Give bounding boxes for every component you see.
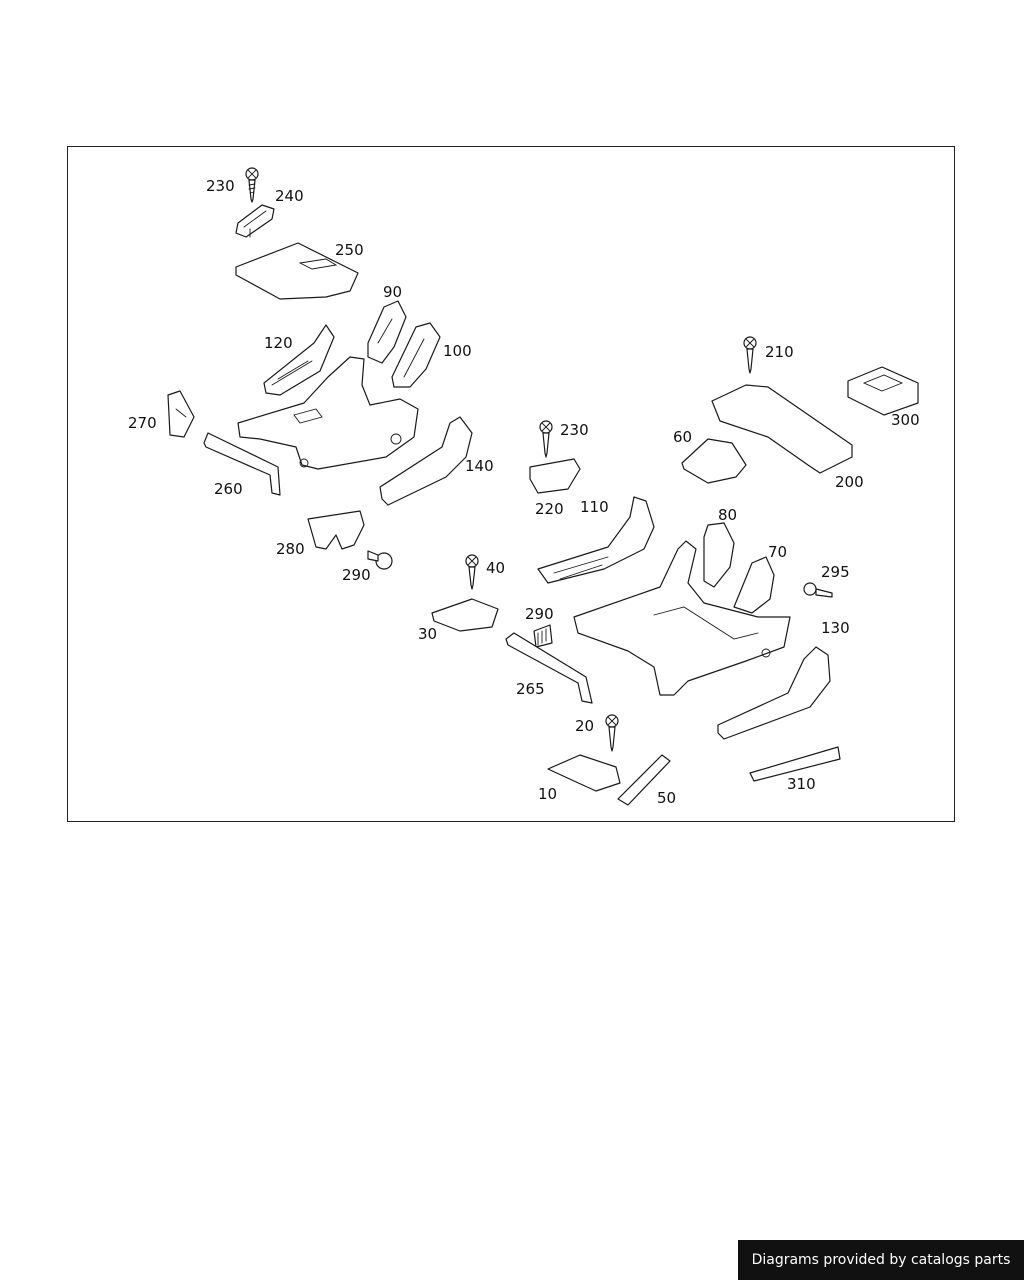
part-30-cover [431,598,499,632]
callout-120: 120 [264,334,293,352]
part-295-screw [803,582,833,598]
callout-80: 80 [718,506,738,524]
part-40-screw [465,554,479,590]
callout-270: 270 [128,414,157,432]
callout-300: 300 [891,411,920,429]
part-310-rod [749,746,841,782]
part-110-panel [537,496,655,584]
part-140-side-cover [379,416,473,506]
callout-50: 50 [657,789,677,807]
footer-attribution: Diagrams provided by catalogs parts [738,1240,1024,1280]
part-120-panel [263,324,335,396]
callout-260: 260 [214,480,243,498]
part-265-strip [505,632,593,704]
part-10-cover [547,754,621,792]
part-60-cover [681,438,747,484]
part-80-bracket [703,522,735,588]
callout-60: 60 [673,428,693,446]
part-100-trim [391,322,441,388]
callout-290-middle: 290 [525,605,554,623]
part-270-bracket [167,390,195,438]
part-300-bezel [847,366,919,416]
callout-310: 310 [787,775,816,793]
parts-diagram-frame: 230 240 250 90 120 100 270 260 140 280 2… [67,146,955,822]
callout-110: 110 [580,498,609,516]
part-230-screw-middle [539,420,553,458]
part-260-strip [203,432,281,496]
callout-210: 210 [765,343,794,361]
part-240-clip [235,204,275,238]
part-280-cover [307,510,365,550]
part-290-bolt-middle [533,624,553,648]
part-290-bolt-left [367,550,393,570]
part-200-long-cover [711,384,853,474]
callout-30: 30 [418,625,438,643]
callout-20: 20 [575,717,595,735]
callout-240: 240 [275,187,304,205]
callout-290-left: 290 [342,566,371,584]
part-70-trim [733,556,775,614]
part-210-screw [743,336,757,374]
callout-10: 10 [538,785,558,803]
callout-265: 265 [516,680,545,698]
part-90-trim [367,300,407,364]
callout-230-middle: 230 [560,421,589,439]
callout-220: 220 [535,500,564,518]
callout-230-top: 230 [206,177,235,195]
callout-140: 140 [465,457,494,475]
part-220-clip [529,458,581,494]
part-250-cover-panel [235,242,359,300]
part-20-screw [605,714,619,752]
callout-295: 295 [821,563,850,581]
callout-70: 70 [768,543,788,561]
part-50-trim-strip [617,754,671,806]
callout-130: 130 [821,619,850,637]
callout-40: 40 [486,559,506,577]
part-seat-frame-lower [573,540,791,696]
callout-280: 280 [276,540,305,558]
parts-diagram [167,167,919,806]
callout-250: 250 [335,241,364,259]
part-seat-frame-upper [237,356,419,470]
part-230-screw-top [245,167,259,203]
part-130-side-cover [717,646,831,740]
callout-200: 200 [835,473,864,491]
callout-100: 100 [443,342,472,360]
callout-90: 90 [383,283,403,301]
